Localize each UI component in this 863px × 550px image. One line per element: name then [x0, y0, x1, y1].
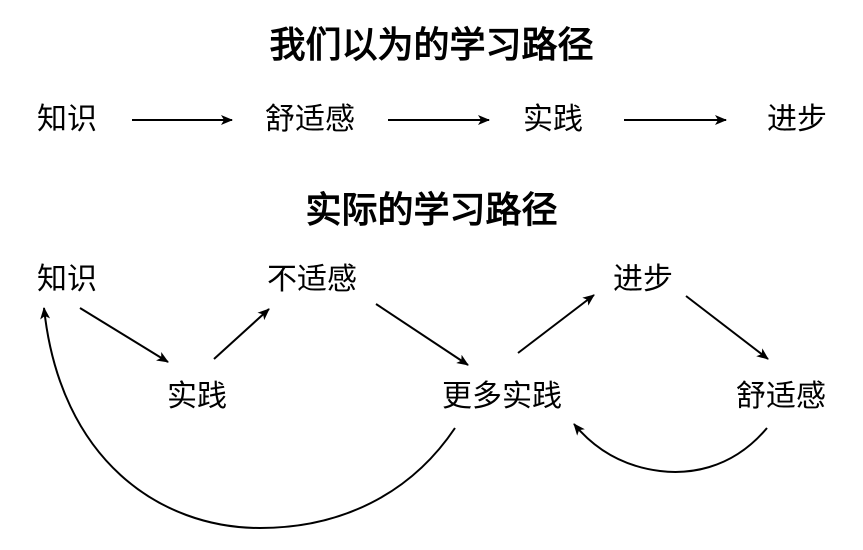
arrow-progress-to-comfort	[685, 295, 769, 360]
actual-node-practice: 实践	[167, 379, 227, 414]
ideal-step-knowledge: 知识	[37, 102, 97, 137]
ideal-step-comfort: 舒适感	[265, 102, 355, 137]
actual-path-title: 实际的学习路径	[305, 190, 558, 231]
actual-node-progress: 进步	[613, 262, 673, 297]
ideal-step-practice: 实践	[523, 102, 583, 137]
arrow-comfort-to-more-practice	[573, 423, 768, 473]
actual-node-more-practice: 更多实践	[442, 379, 562, 414]
arrow-more-practice-to-knowledge	[40, 307, 456, 530]
ideal-step-progress: 进步	[767, 102, 827, 137]
arrow-more-practice-to-progress	[517, 294, 595, 354]
arrow-discomfort-to-more-practice	[375, 303, 469, 366]
actual-node-comfort: 舒适感	[736, 379, 826, 414]
actual-node-knowledge: 知识	[37, 262, 97, 297]
arrow-knowledge-to-practice	[79, 307, 169, 363]
actual-node-discomfort: 不适感	[267, 262, 357, 297]
ideal-path-title: 我们以为的学习路径	[269, 25, 594, 66]
arrow-practice-to-discomfort	[213, 308, 270, 360]
